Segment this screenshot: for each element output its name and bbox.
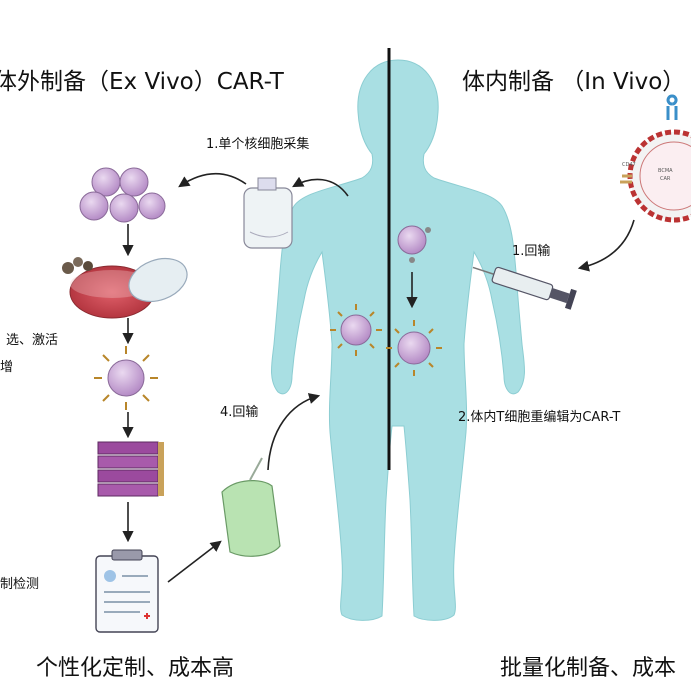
collection-bag-icon	[243, 177, 293, 249]
step-infuse-label: 1.回输	[512, 244, 551, 259]
clipboard-icon	[95, 549, 159, 633]
infusion-bag-icon	[221, 457, 281, 557]
petri-dish-icon	[62, 257, 188, 319]
step-collect-label: 1.单个核细胞采集	[206, 137, 310, 152]
step-reprogram-label: 2.体内T细胞重编辑为CAR-T	[458, 410, 621, 425]
vector-particle-icon	[620, 94, 691, 223]
human-body-silhouette	[271, 59, 525, 621]
body-cell-left-icon	[330, 304, 382, 356]
step-select-activate-label: 选、激活	[6, 333, 59, 348]
vector-label-car: CAR	[660, 176, 671, 182]
step-reinfuse-label: 4.回输	[220, 405, 259, 420]
qc-to-bag-arrow	[167, 540, 222, 583]
bag-to-cells-arrow	[178, 173, 247, 188]
right-title: 体内制备 （In Vivo）	[462, 69, 686, 95]
right-footer: 批量化制备、成本	[500, 656, 677, 681]
vector-label-bcma: BCMA	[658, 168, 673, 174]
vector-label-cd47: CD47	[622, 162, 636, 168]
body-cell-upper-icon	[397, 225, 431, 263]
car-t-cell-icon	[94, 346, 158, 410]
left-footer: 个性化定制、成本高	[36, 656, 235, 681]
reinfuse-arrow	[267, 393, 321, 471]
infuse-arrow	[577, 219, 635, 272]
syringe-icon	[472, 266, 577, 310]
cell-cluster-icon	[79, 167, 166, 223]
step-expand-label: 增	[0, 360, 14, 375]
collect-arrow	[292, 176, 349, 197]
body-cell-lower-icon	[386, 320, 442, 376]
step-qc-label: 制检测	[0, 577, 40, 592]
left-title: 体外制备（Ex Vivo）CAR-T	[0, 69, 284, 95]
culture-stack-icon	[97, 441, 164, 497]
